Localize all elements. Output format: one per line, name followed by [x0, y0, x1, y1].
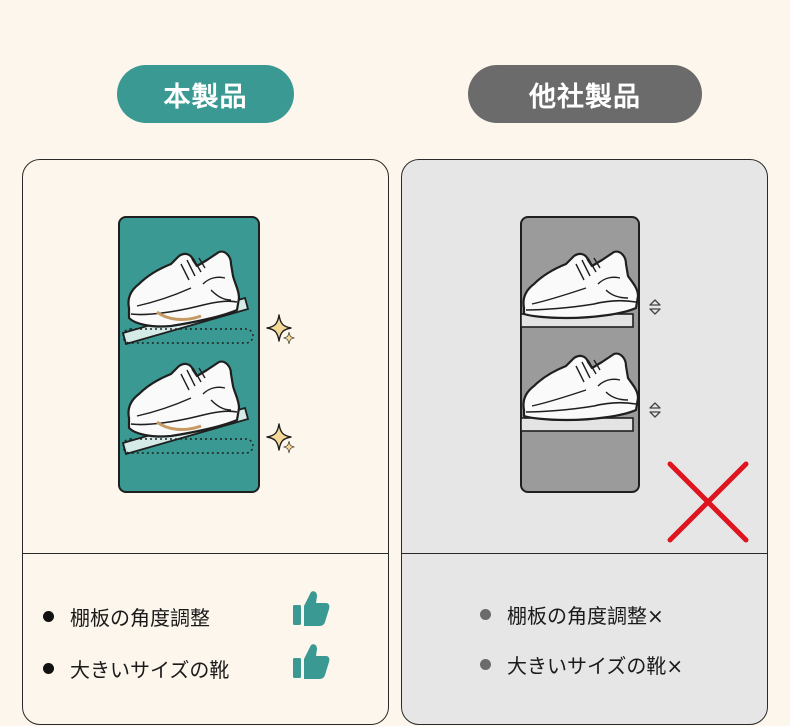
adjust-arrows-icon	[649, 299, 661, 315]
sparkle-icon	[266, 314, 295, 345]
feature-label: 大きいサイズの靴	[70, 658, 230, 682]
our-product-label: 本製品	[117, 65, 294, 123]
other-product-illustration	[520, 216, 749, 543]
feature-item: 棚板の角度調整×	[480, 600, 664, 629]
adjust-arrows-icon	[649, 402, 661, 418]
other-product-label: 他社製品	[468, 65, 702, 123]
feature-label: 大きいサイズの靴×	[507, 654, 684, 678]
panel-divider	[23, 553, 388, 554]
bullet	[480, 659, 491, 670]
feature-item: 大きいサイズの靴×	[480, 650, 683, 679]
bullet	[43, 663, 54, 674]
panel-divider	[402, 553, 767, 554]
other-product-panel: 棚板の角度調整× 大きいサイズの靴×	[401, 159, 768, 725]
feature-item: 大きいサイズの靴	[43, 654, 229, 683]
thumbs-up-icon	[293, 644, 330, 679]
cross-icon	[667, 461, 749, 543]
our-product-panel: 棚板の角度調整 大きいサイズの靴	[22, 159, 389, 725]
thumbs-up-icon	[293, 591, 330, 626]
our-product-illustration	[118, 216, 295, 493]
feature-label: 棚板の角度調整×	[507, 604, 664, 628]
feature-label: 棚板の角度調整	[70, 606, 210, 630]
bullet	[480, 609, 491, 620]
bullet	[43, 611, 54, 622]
feature-item: 棚板の角度調整	[43, 602, 210, 631]
sparkle-icon	[266, 423, 295, 454]
